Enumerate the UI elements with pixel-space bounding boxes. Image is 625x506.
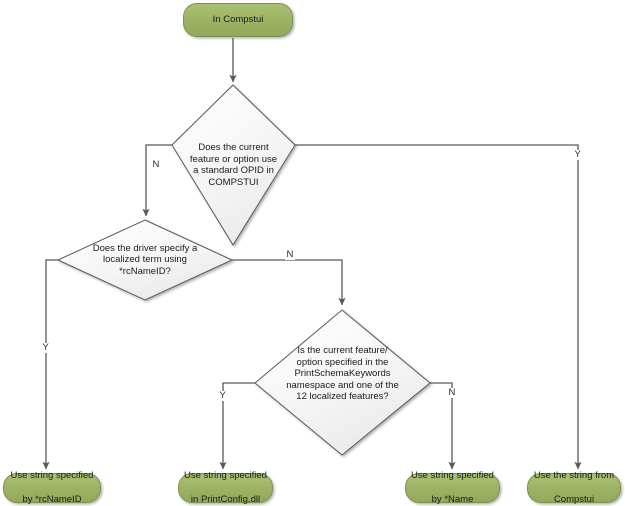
result-r3-line1: Use string specified [411, 470, 494, 481]
edge-d3-yes-to-r2 [219, 382, 255, 470]
result-r3-line2: by *Name [431, 494, 474, 505]
decision-d3-line4: namespace and one of the [286, 379, 399, 391]
edge-d1-yes-to-r4 [295, 144, 582, 470]
decision-d1-line4: COMPSTUI [208, 176, 259, 188]
edge-label-d2-no: N [285, 249, 295, 260]
edge-d3-no-to-r3 [430, 382, 456, 470]
decision-node-rcnameid[interactable]: Does the driver specify a localized term… [58, 220, 232, 300]
decision-d3-text: Is the current feature/ option specified… [257, 301, 429, 446]
result-r2-line2: in PrintConfig.dll [190, 494, 261, 505]
result-r4-line2: Compstui [553, 494, 595, 505]
edge-d2-yes-to-r1 [42, 259, 58, 470]
edge-label-d3-yes: Y [218, 390, 228, 401]
result-node-use-name[interactable]: Use string specified by *Name [405, 470, 500, 505]
decision-node-printschemakeywords[interactable]: Is the current feature/ option specified… [255, 310, 430, 455]
result-r2-line1: Use string specified [184, 470, 267, 481]
edge-label-d3-no: N [447, 387, 457, 398]
decision-d2-line3: *rcNameID? [119, 265, 171, 277]
edge-label-d1-no: N [151, 159, 161, 170]
decision-d1-shape [171, 84, 296, 246]
edge-label-d2-yes: Y [41, 342, 51, 353]
edge-d1-no-to-d2 [142, 144, 172, 217]
decision-d3-line5: 12 localized features? [296, 391, 389, 403]
decision-d1-line3: a standard OPID in [193, 165, 274, 176]
result-node-use-rcnameid[interactable]: Use string specified by *rcNameID [3, 470, 101, 505]
start-node-label: In Compstui [212, 14, 264, 25]
decision-d2-shape [56, 219, 234, 301]
decision-d3-shape [254, 309, 431, 456]
result-node-use-compstui-string[interactable]: Use the string from Compstui [527, 470, 621, 505]
decision-d3-line2: option specified in the [296, 356, 389, 368]
edge-d2-no-to-d3 [232, 259, 346, 306]
decision-d3-line3: PrintSchemaKeywords [294, 368, 391, 380]
decision-d1-line1: Does the current [198, 142, 269, 153]
decision-d1-line2: feature or option use [189, 153, 278, 165]
result-node-use-printconfig-dll[interactable]: Use string specified in PrintConfig.dll [178, 470, 273, 505]
decision-d2-line1: Does the driver specify a [92, 242, 198, 254]
edge-label-d1-yes: Y [573, 149, 583, 160]
result-r1-line2: by *rcNameID [22, 494, 82, 505]
result-r4-line1: Use the string from [533, 470, 615, 481]
result-r1-line1: Use string specified [10, 470, 94, 481]
decision-d2-line2: localized term using [103, 254, 187, 266]
decision-d3-line1: Is the current feature/ [297, 345, 388, 357]
decision-d2-text: Does the driver specify a localized term… [68, 220, 221, 300]
start-node-in-compstui[interactable]: In Compstui [183, 3, 293, 37]
